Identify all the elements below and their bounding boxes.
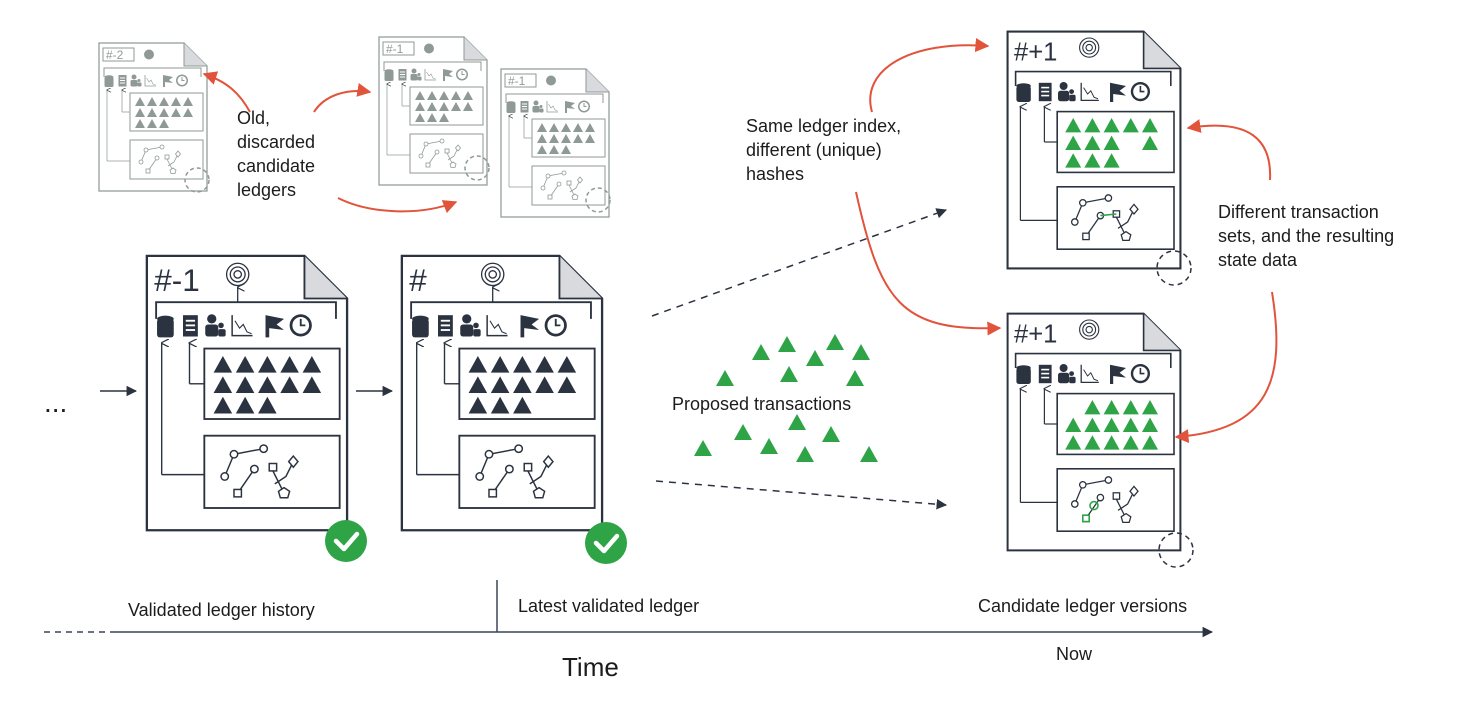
ledger-candidate-b-index: #+1	[1014, 320, 1057, 348]
candidate-a-transactions	[1065, 118, 1158, 168]
old-line-3: candidate	[237, 156, 315, 176]
ledger-candidate-b: #+1	[1008, 314, 1181, 551]
proposed-label: Proposed transactions	[672, 394, 851, 414]
candidate-label: Candidate ledger versions	[978, 596, 1187, 616]
now-label: Now	[1056, 644, 1093, 664]
ledger-candidate-a: #+1	[1008, 30, 1181, 270]
ledger-latest-index: #	[409, 262, 427, 298]
old-line-2: discarded	[237, 132, 315, 152]
ellipsis: ...	[44, 387, 67, 418]
ledger-previous-index: #-1	[154, 262, 200, 298]
old-ledger-2: #-1	[379, 37, 487, 185]
history-label: Validated ledger history	[128, 600, 315, 620]
old-ledger-3: #-1	[501, 69, 609, 217]
fingerprint-icon	[1079, 319, 1100, 340]
old-line-4: ledgers	[237, 180, 296, 200]
old-ledger-1: #-2	[99, 43, 207, 191]
old-ledgers-annotation: Old, discarded candidate ledgers	[237, 108, 320, 200]
candidate-b-transactions	[1065, 400, 1158, 450]
ledger-candidate-a-index: #+1	[1014, 38, 1057, 66]
old-ledger-1-index: #-2	[106, 48, 124, 62]
proposed-transactions	[694, 334, 878, 462]
old-ledger-2-index: #-1	[386, 42, 404, 56]
latest-label: Latest validated ledger	[518, 596, 699, 616]
validated-check-icon-1	[325, 520, 367, 562]
ledger-latest: #	[402, 256, 602, 530]
validated-check-icon-2	[585, 522, 627, 564]
old-line-1: Old,	[237, 108, 270, 128]
ledger-previous: #-1	[147, 256, 347, 530]
fingerprint-icon	[1079, 37, 1100, 58]
time-axis-label: Time	[562, 652, 619, 682]
same-index-annotation: Same ledger index, different (unique) ha…	[746, 116, 906, 184]
old-ledger-3-index: #-1	[508, 74, 526, 88]
different-tx-annotation: Different transaction sets, and the resu…	[1218, 202, 1399, 270]
